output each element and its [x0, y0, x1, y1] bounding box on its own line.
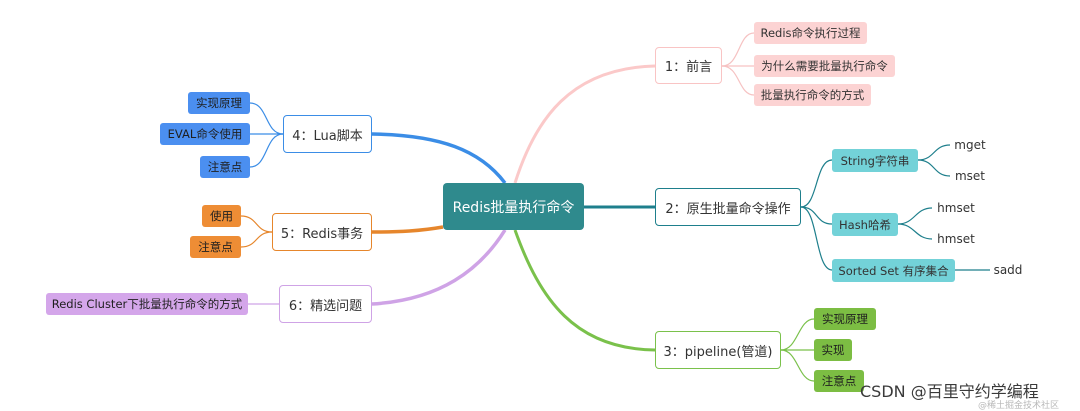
b2-leaf-sadd[interactable]: sadd — [993, 263, 1023, 277]
branch-2-node[interactable]: 2：原生批量命令操作 — [655, 188, 801, 226]
b6-leaf-1[interactable]: Redis Cluster下批量执行命令的方式 — [46, 293, 248, 315]
b4-leaf-1[interactable]: 实现原理 — [188, 92, 250, 114]
link-b5 — [371, 225, 444, 234]
csdn-watermark: CSDN @百里守约学编程 — [860, 382, 1039, 401]
b3-leaf-1[interactable]: 实现原理 — [814, 308, 876, 330]
link-b4 — [371, 132, 507, 185]
juejin-watermark: @稀土掘金技术社区 — [978, 401, 1060, 411]
b5-leaf-1[interactable]: 使用 — [202, 205, 241, 227]
b3-leaf-3[interactable]: 注意点 — [814, 370, 864, 392]
branch-6-node[interactable]: 6：精选问题 — [279, 285, 372, 323]
b2-leaf-mset[interactable]: mset — [954, 169, 986, 183]
b4-leaf-3[interactable]: 注意点 — [200, 156, 250, 178]
b2-sub-string[interactable]: String字符串 — [832, 149, 918, 172]
branch-4-node[interactable]: 4：Lua脚本 — [283, 115, 372, 153]
b1-leaf-2[interactable]: 为什么需要批量执行命令 — [754, 55, 895, 77]
link-b1 — [513, 64, 656, 184]
branch-3-node[interactable]: 3：pipeline(管道) — [655, 331, 781, 369]
b2-sub-hash[interactable]: Hash哈希 — [832, 213, 898, 236]
b2-sub-sortedset[interactable]: Sorted Set 有序集合 — [832, 259, 955, 282]
b5-leaf-2[interactable]: 注意点 — [190, 236, 241, 258]
link-b3 — [513, 229, 656, 352]
branch-5-node[interactable]: 5：Redis事务 — [272, 213, 372, 251]
b3-leaf-2[interactable]: 实现 — [814, 339, 852, 361]
branch-1-node[interactable]: 1：前言 — [655, 47, 722, 84]
b2-leaf-hmset-2[interactable]: hmset — [937, 232, 975, 246]
b1-leaf-3[interactable]: 批量执行命令的方式 — [754, 84, 871, 106]
b4-leaf-2[interactable]: EVAL命令使用 — [160, 123, 250, 145]
root-node[interactable]: Redis批量执行命令 — [443, 183, 584, 230]
b2-leaf-mget[interactable]: mget — [954, 138, 986, 152]
b2-leaf-hmset-1[interactable]: hmset — [937, 201, 975, 215]
link-b6 — [371, 229, 507, 306]
b1-leaf-1[interactable]: Redis命令执行过程 — [754, 22, 867, 44]
